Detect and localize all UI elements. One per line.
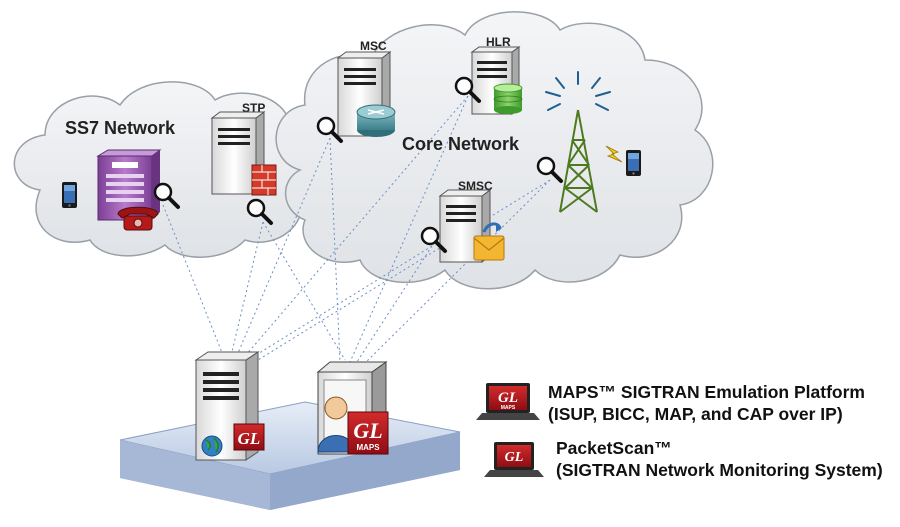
gl-maps-logo: GL MAPS <box>347 411 389 455</box>
packetscan-laptop-icon: GL <box>484 442 544 477</box>
maps-laptop-icon: GL MAPS <box>476 383 540 420</box>
cell-tower-icon <box>559 109 598 213</box>
legend-packetscan-title: PacketScan™ <box>556 438 672 458</box>
legend-packetscan: PacketScan™ (SIGTRAN Network Monitoring … <box>556 437 883 481</box>
signal-waves-icon <box>545 71 611 111</box>
firewall-icon <box>251 164 277 196</box>
ss7-network-cloud <box>13 81 325 258</box>
mobile-phone-icon <box>62 182 77 208</box>
router-icon <box>356 104 396 137</box>
core-network-label: Core Network <box>402 134 520 154</box>
svg-text:MAPS: MAPS <box>501 405 516 411</box>
svg-text:GL: GL <box>498 390 518 406</box>
gl-logo: GL <box>233 423 265 451</box>
msc-label: MSC <box>360 39 387 53</box>
legend-maps: MAPS™ SIGTRAN Emulation Platform (ISUP, … <box>548 381 865 425</box>
database-icon <box>493 83 523 114</box>
msc-server-icon <box>336 51 392 137</box>
platform-base <box>119 401 461 510</box>
legend-maps-title: MAPS™ SIGTRAN Emulation Platform <box>548 382 865 402</box>
globe-icon <box>201 435 223 457</box>
legend-packetscan-subtitle: (SIGTRAN Network Monitoring System) <box>556 460 883 480</box>
monitoring-links <box>162 95 551 369</box>
telephone-icon <box>117 206 159 231</box>
hlr-label: HLR <box>486 35 511 49</box>
svg-text:GL: GL <box>505 450 524 465</box>
lightning-icon <box>605 145 623 163</box>
switch-icon <box>96 149 162 221</box>
mobile-phone-icon <box>626 150 641 176</box>
mail-icon <box>473 222 505 261</box>
svg-text:GL: GL <box>238 429 261 448</box>
svg-text:MAPS: MAPS <box>356 443 380 452</box>
ss7-network-label: SS7 Network <box>65 118 176 138</box>
svg-text:GL: GL <box>353 418 382 443</box>
legend-maps-subtitle: (ISUP, BICC, MAP, and CAP over IP) <box>548 404 843 424</box>
